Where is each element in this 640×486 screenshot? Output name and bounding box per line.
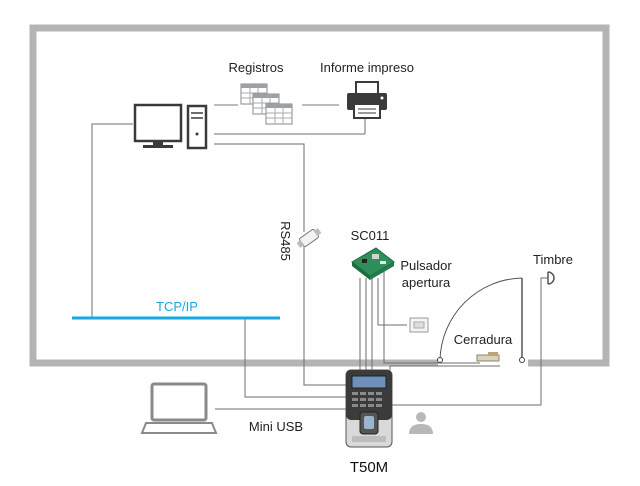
rs485-converter-icon [296,228,322,248]
laptop-icon [140,382,218,434]
registros-label: Registros [229,60,284,75]
pulsador-label-line2: apertura [402,275,451,290]
door [437,277,525,363]
informe-impreso-label: Informe impreso [320,60,414,75]
tcpip-label: TCP/IP [156,299,198,314]
person-icon [409,412,433,434]
spreadsheet-records-icon [240,83,293,125]
desktop-computer-icon [133,103,208,150]
room-outline [29,24,610,367]
device-model-label: T50M [350,459,388,476]
wiring [91,118,548,410]
rs485-label: RS485 [278,221,293,261]
exit-button-icon [409,317,429,333]
pulsador-label-line1: Pulsador [400,258,452,273]
timbre-label: Timbre [533,252,573,267]
sc011-label: SC011 [351,228,390,243]
electric-lock-icon [476,352,500,362]
mini-usb-label: Mini USB [249,419,303,434]
printer-icon [347,81,387,119]
door-bell-icon [547,271,555,285]
cerradura-label: Cerradura [454,332,513,347]
circuit-board-icon [351,247,395,280]
fingerprint-terminal-icon [345,369,393,448]
door-gap [438,358,528,368]
